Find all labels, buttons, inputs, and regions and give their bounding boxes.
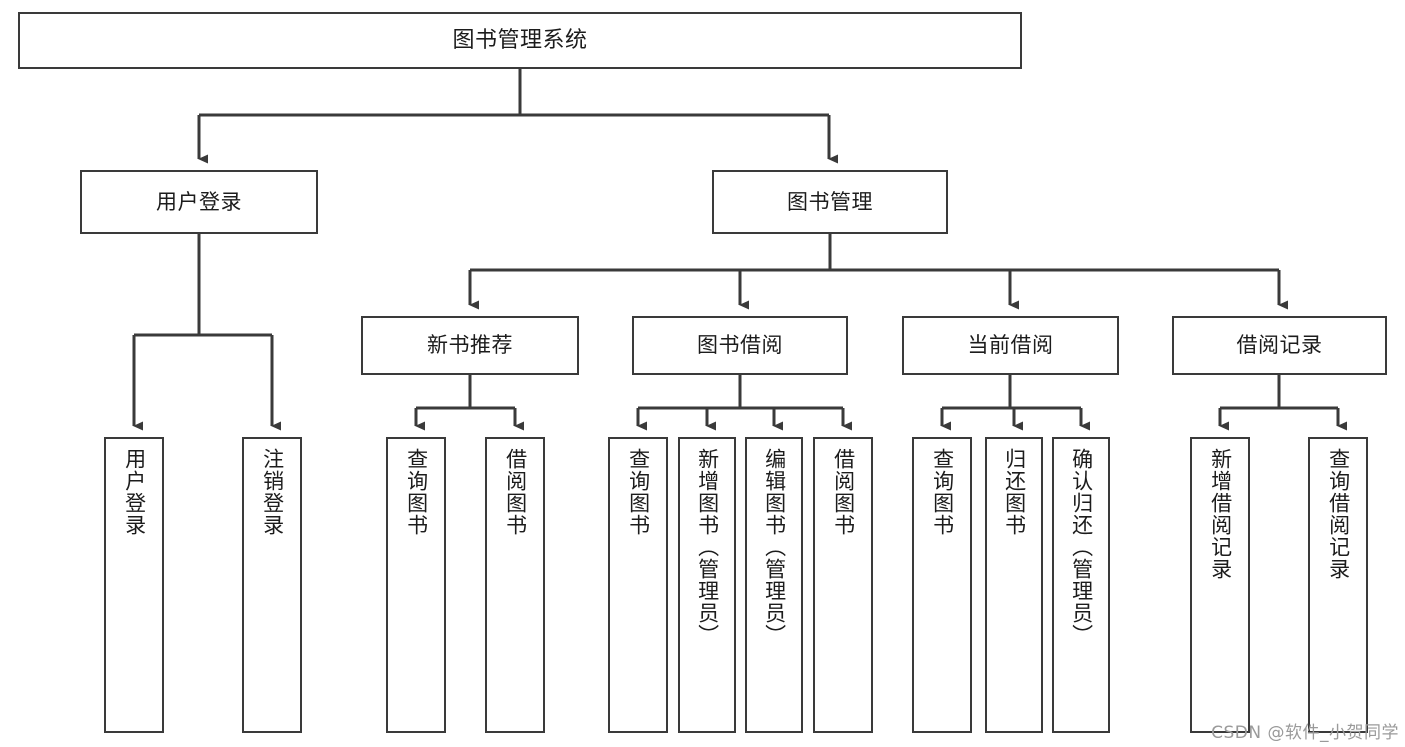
node-borrow-record[interactable]: 借阅记录 [1172,316,1387,375]
node-leaf-query-book-brw[interactable]: 查询图书 [608,437,668,733]
node-leaf-query-borrow-record-label: 查询借阅记录 [1326,448,1351,580]
node-leaf-add-borrow-record-label: 新增借阅记录 [1208,448,1233,580]
node-leaf-borrow-book-rec-label: 借阅图书 [503,448,528,536]
node-leaf-confirm-return[interactable]: 确认归还（管理员） [1052,437,1110,733]
node-new-book-recommend[interactable]: 新书推荐 [361,316,579,375]
node-leaf-borrow-book-brw[interactable]: 借阅图书 [813,437,873,733]
node-leaf-borrow-book-brw-label: 借阅图书 [831,448,856,536]
node-book-borrow-label: 图书借阅 [697,333,783,358]
node-user-login-label: 用户登录 [156,189,242,214]
node-leaf-add-borrow-record[interactable]: 新增借阅记录 [1190,437,1250,733]
node-leaf-add-book-admin[interactable]: 新增图书（管理员） [678,437,736,733]
node-leaf-query-book-cur-label: 查询图书 [930,448,955,536]
node-leaf-user-login[interactable]: 用户登录 [104,437,164,733]
node-borrow-record-label: 借阅记录 [1236,333,1323,358]
node-user-login[interactable]: 用户登录 [80,170,318,234]
node-root[interactable]: 图书管理系统 [18,12,1022,69]
node-leaf-edit-book-admin[interactable]: 编辑图书（管理员） [745,437,803,733]
node-leaf-return-book-label: 归还图书 [1002,448,1027,536]
node-leaf-query-book-brw-label: 查询图书 [626,448,651,536]
node-book-management-label: 图书管理 [787,189,873,214]
node-leaf-query-book-cur[interactable]: 查询图书 [912,437,972,733]
node-current-borrow-label: 当前借阅 [967,333,1054,358]
node-leaf-user-login-label: 用户登录 [122,448,147,536]
node-leaf-query-book-rec-label: 查询图书 [404,448,429,536]
node-book-borrow[interactable]: 图书借阅 [632,316,848,375]
node-book-management[interactable]: 图书管理 [712,170,948,234]
node-leaf-logout[interactable]: 注销登录 [242,437,302,733]
node-leaf-query-book-rec[interactable]: 查询图书 [386,437,446,733]
node-leaf-add-book-admin-label: 新增图书（管理员） [695,448,720,646]
node-leaf-confirm-return-label: 确认归还（管理员） [1069,448,1094,646]
node-leaf-return-book[interactable]: 归还图书 [985,437,1043,733]
node-root-label: 图书管理系统 [452,27,588,53]
node-current-borrow[interactable]: 当前借阅 [902,316,1119,375]
node-leaf-logout-label: 注销登录 [260,448,285,536]
node-new-book-recommend-label: 新书推荐 [427,333,513,358]
csdn-watermark: CSDN @软件_小贺同学 [1211,723,1399,743]
node-leaf-query-borrow-record[interactable]: 查询借阅记录 [1308,437,1368,733]
node-leaf-borrow-book-rec[interactable]: 借阅图书 [485,437,545,733]
node-leaf-edit-book-admin-label: 编辑图书（管理员） [762,448,787,646]
